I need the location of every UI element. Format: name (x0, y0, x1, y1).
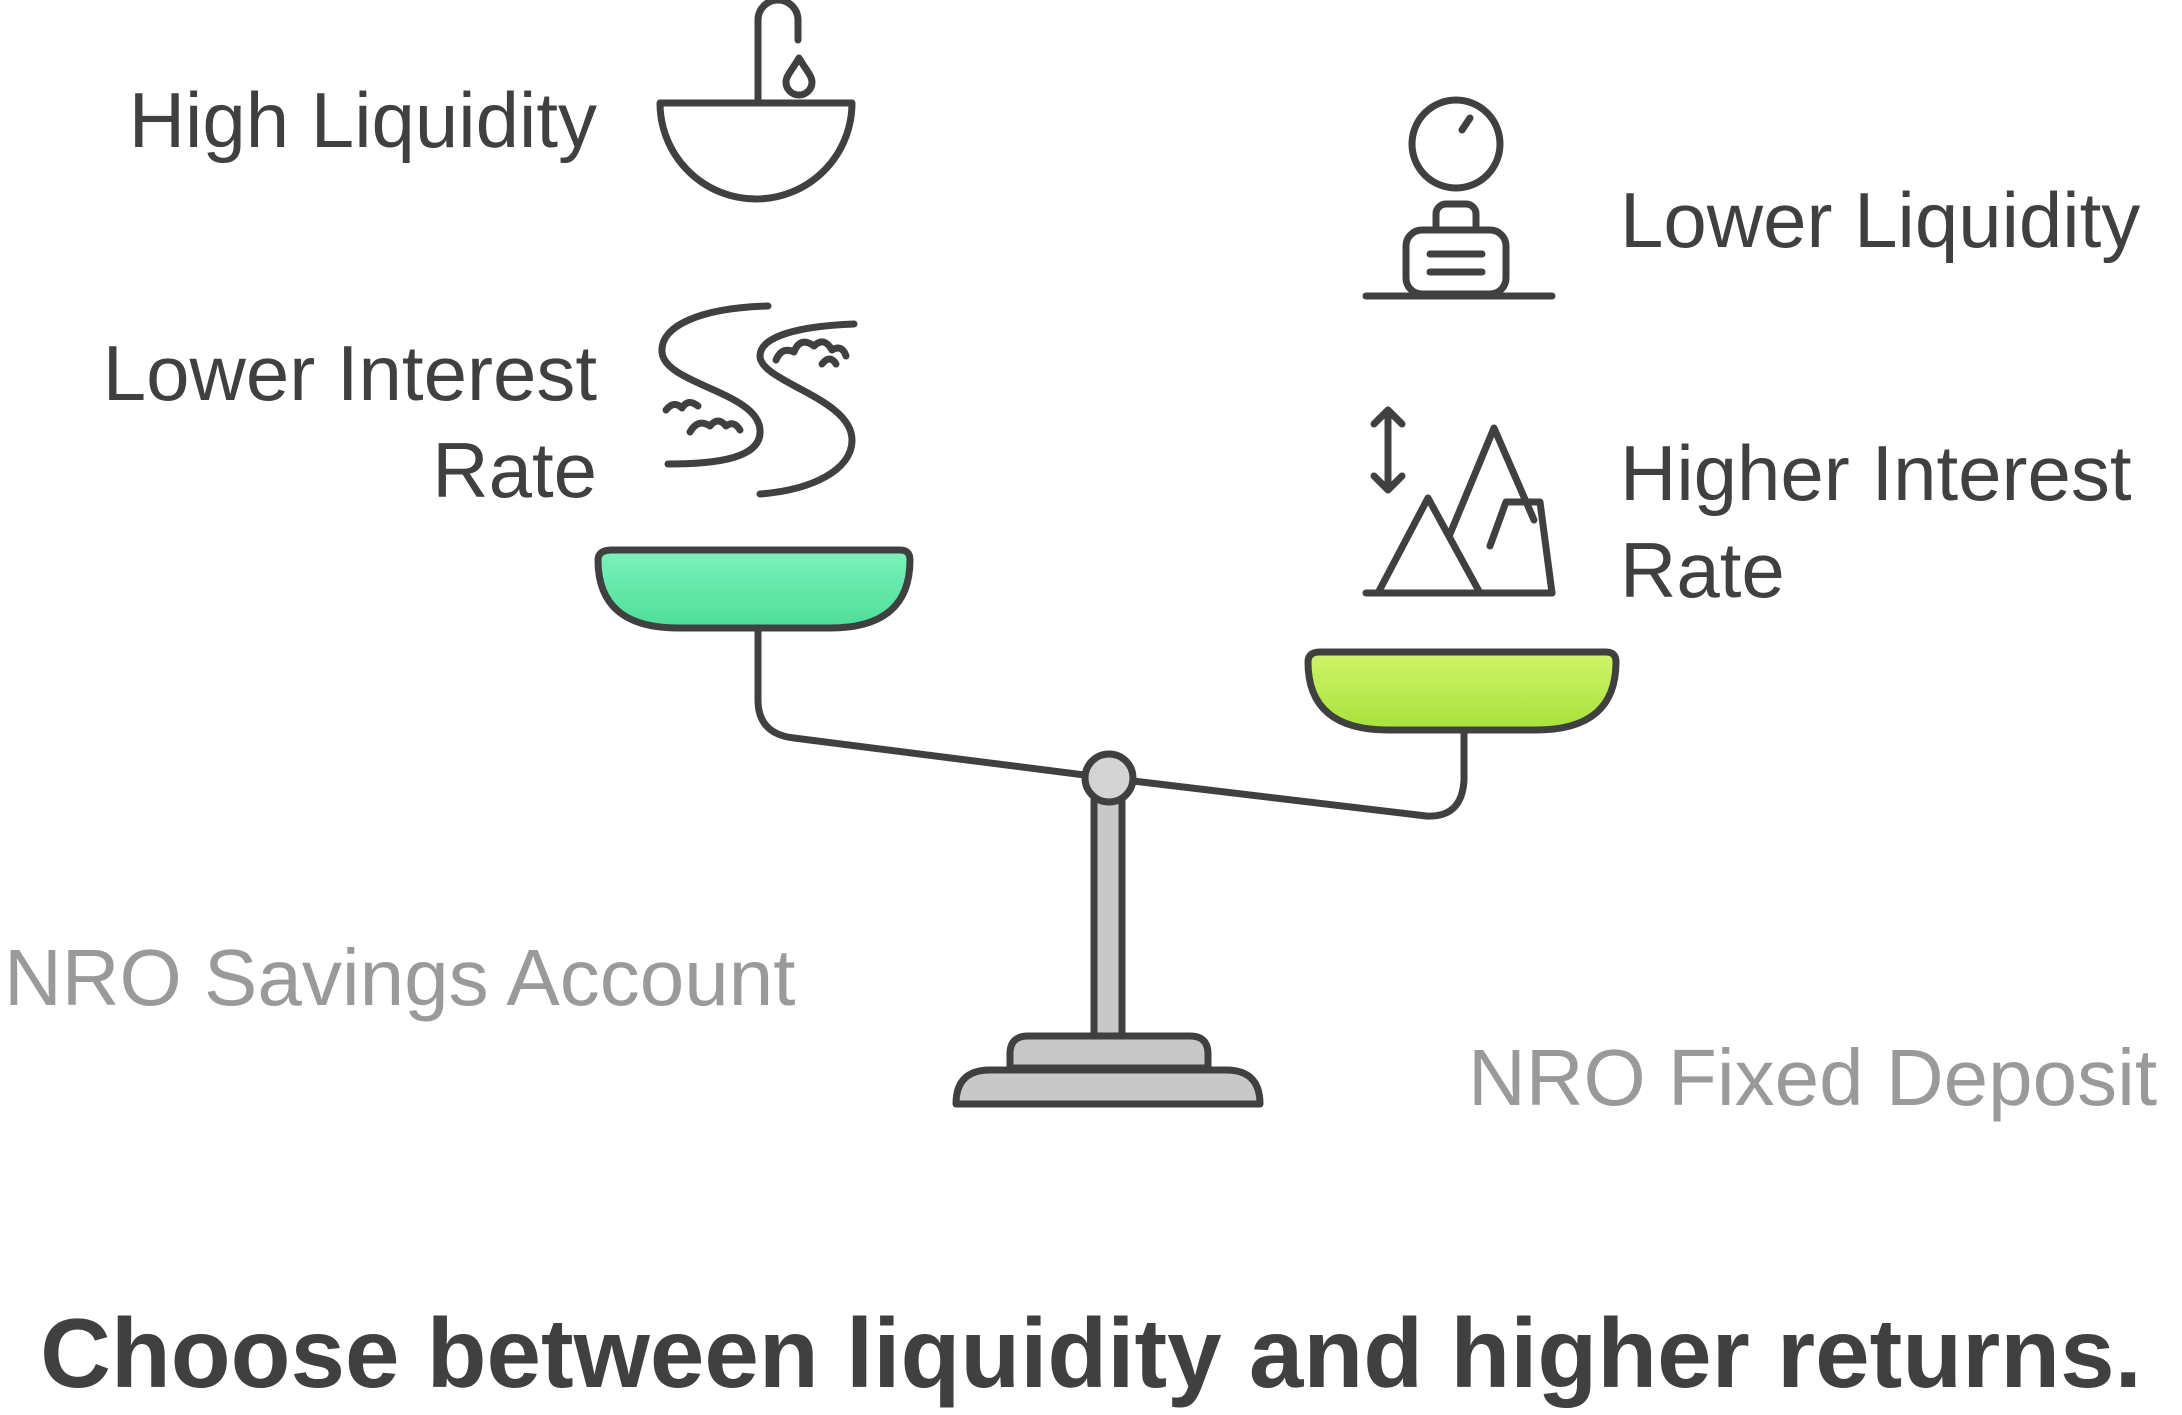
weighing-scale-icon (1362, 96, 1556, 300)
right-trait-higher-interest-rate: Higher Interest Rate (1620, 429, 2132, 614)
winding-river-icon (658, 302, 858, 498)
left-option-label: NRO Savings Account (4, 933, 796, 1022)
right-trait-lower-liquidity: Lower Liquidity (1620, 176, 2141, 264)
left-trait-lower-interest-rate: Lower Interest Rate (102, 329, 597, 514)
left-pan (594, 546, 914, 632)
right-pan (1304, 648, 1620, 734)
mountain-height-icon (1362, 406, 1556, 597)
conclusion-heading: Choose between liquidity and higher retu… (40, 1298, 2142, 1408)
faucet-bowl-icon (656, 0, 856, 203)
scale-stand (952, 788, 1264, 1108)
right-option-label: NRO Fixed Deposit (1468, 1033, 2158, 1122)
scale-beam (754, 624, 1468, 820)
left-trait-high-liquidity: High Liquidity (128, 76, 597, 164)
scale-pivot (1081, 750, 1137, 806)
